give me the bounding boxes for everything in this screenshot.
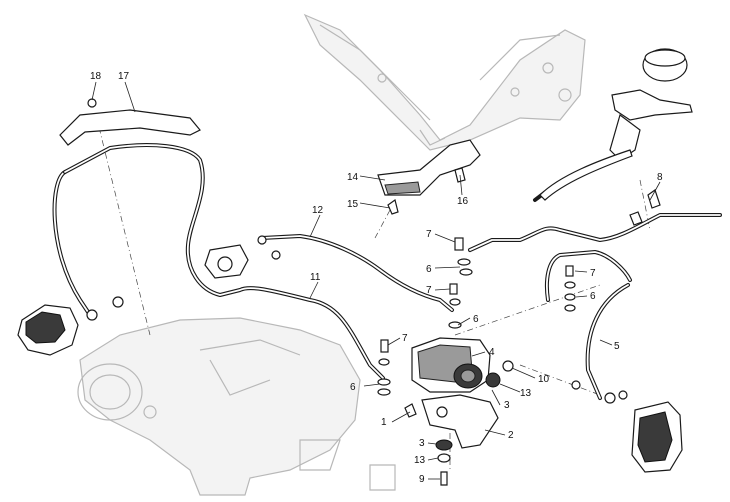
callout-16: 16 (457, 196, 469, 207)
callout-1: 1 (381, 417, 387, 428)
swingarm-outline (77, 317, 396, 496)
callout-14: 14 (347, 172, 359, 183)
callout-12: 12 (312, 205, 324, 216)
callout-7-c: 7 (402, 333, 408, 344)
front-master-cylinder (539, 48, 693, 226)
callouts: 18 17 12 11 14 15 16 8 7 6 7 6 7 6 7 6 5… (90, 71, 663, 485)
rear-brake-caliper (17, 296, 124, 356)
callout-7-d: 7 (590, 268, 596, 279)
callout-6-c: 6 (350, 382, 356, 393)
callout-11: 11 (310, 272, 321, 283)
callout-13-b: 13 (414, 455, 426, 466)
footpeg-bracket (377, 139, 481, 215)
callout-15: 15 (347, 199, 359, 210)
callout-9: 9 (419, 474, 425, 485)
callout-4: 4 (489, 347, 495, 358)
abs-modulator (411, 337, 514, 393)
rear-master-cylinder (204, 235, 281, 279)
callout-7-a: 7 (426, 229, 432, 240)
hose-plate (59, 98, 201, 146)
abs-bracket (404, 394, 499, 486)
callout-8: 8 (657, 172, 663, 183)
callout-6-d: 6 (590, 291, 596, 302)
callout-13-a: 13 (520, 388, 532, 399)
leader-lines (91, 81, 661, 480)
callout-2: 2 (508, 430, 514, 441)
callout-3-a: 3 (504, 400, 510, 411)
callout-5: 5 (614, 341, 620, 352)
callout-7-b: 7 (426, 285, 432, 296)
callout-3-b: 3 (419, 438, 425, 449)
frame-outline (303, 13, 586, 151)
banjo-fittings (377, 237, 576, 396)
callout-10: 10 (538, 374, 550, 385)
callout-17: 17 (118, 71, 130, 82)
callout-18: 18 (90, 71, 102, 82)
callout-6-b: 6 (473, 314, 479, 325)
front-brake-caliper (571, 380, 683, 473)
callout-6-a: 6 (426, 264, 432, 275)
